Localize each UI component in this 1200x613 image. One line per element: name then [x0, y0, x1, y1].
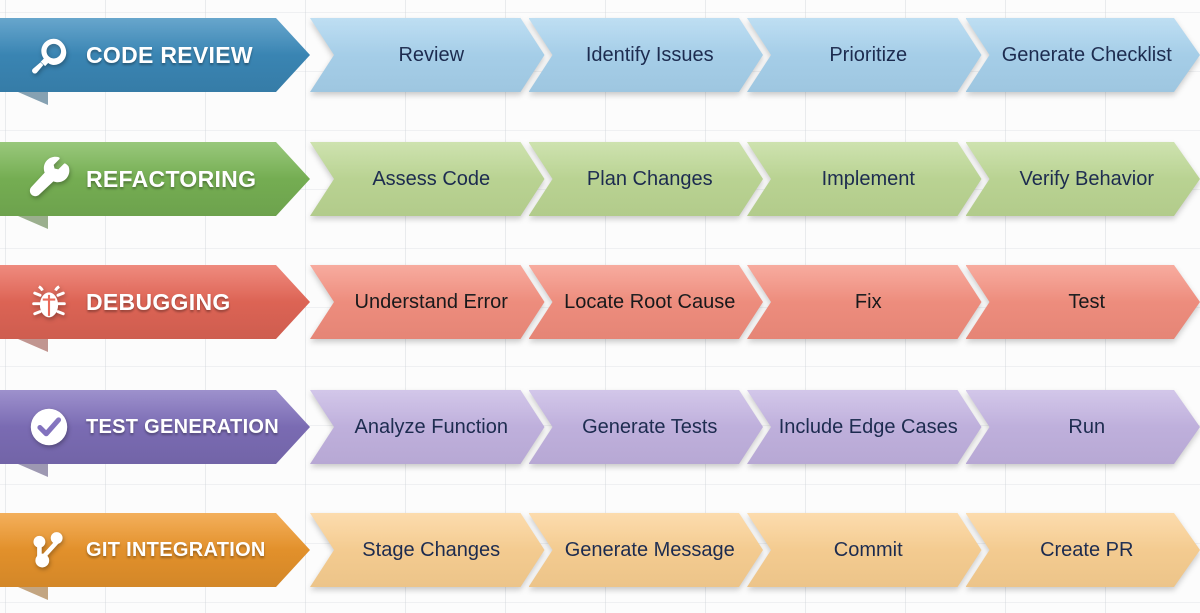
workflow-step[interactable]: Stage Changes [310, 513, 545, 587]
workflow-steps-debugging: Understand Error Locate Root Cause Fix Test [310, 265, 1200, 339]
workflow-category-label: TEST GENERATION [86, 415, 280, 438]
workflow-steps-test-generation: Analyze Function Generate Tests Include Ed… [310, 390, 1200, 464]
workflow-step-label: Locate Root Cause [564, 290, 736, 313]
workflow-category-git-integration[interactable]: GIT INTEGRATION [0, 513, 310, 587]
workflow-step-label: Plan Changes [586, 167, 713, 190]
workflow-row-git-integration[interactable]: GIT INTEGRATION Stage Changes Generate Mes… [0, 513, 1200, 600]
workflow-step-label: Analyze Function [354, 415, 508, 438]
git-branch-icon [26, 527, 72, 573]
workflow-step[interactable]: Run [966, 390, 1200, 464]
workflow-category-label: DEBUGGING [86, 288, 231, 315]
workflow-step[interactable]: Test [966, 265, 1200, 339]
workflow-step[interactable]: Locate Root Cause [529, 265, 764, 339]
workflow-row-test-generation[interactable]: TEST GENERATION Analyze Function Generate … [0, 390, 1200, 477]
workflow-category-code-review[interactable]: CODE REVIEW [0, 18, 310, 92]
workflow-step[interactable]: Prioritize [747, 18, 982, 92]
banner-fold-corner [18, 587, 48, 600]
workflow-step-label: Test [1068, 290, 1106, 313]
wrench-icon [26, 156, 72, 202]
bug-icon [26, 279, 72, 325]
banner-fold-corner [18, 339, 48, 352]
check-circle-icon [26, 404, 72, 450]
workflow-step-label: Include Edge Cases [778, 415, 958, 438]
workflow-step-label: Generate Tests [582, 415, 718, 438]
magnifier-icon [26, 32, 72, 78]
workflow-step-label: Implement [821, 167, 915, 190]
workflow-step-label: Create PR [1040, 538, 1134, 561]
workflow-steps-refactoring: Assess Code Plan Changes Implement Verify B… [310, 142, 1200, 216]
banner-fold-corner [18, 92, 48, 105]
workflow-step[interactable]: Generate Checklist [966, 18, 1200, 92]
workflow-step-label: Understand Error [354, 290, 508, 313]
banner-fold-corner [18, 464, 48, 477]
workflow-step[interactable]: Review [310, 18, 545, 92]
workflow-row-debugging[interactable]: DEBUGGING Understand Error Locate Root Cau… [0, 265, 1200, 352]
workflow-step[interactable]: Implement [747, 142, 982, 216]
workflow-step-label: Generate Message [564, 538, 735, 561]
workflow-step[interactable]: Analyze Function [310, 390, 545, 464]
workflow-row-refactoring[interactable]: REFACTORING Assess Code Plan Changes Implem… [0, 142, 1200, 229]
workflow-step[interactable]: Include Edge Cases [747, 390, 982, 464]
workflow-step-label: Commit [833, 538, 903, 561]
workflow-step-label: Review [398, 43, 465, 66]
workflow-step-label: Prioritize [829, 43, 908, 66]
workflow-steps-git-integration: Stage Changes Generate Message Commit Creat… [310, 513, 1200, 587]
workflow-steps-code-review: Review Identify Issues Prioritize Generate … [310, 18, 1200, 92]
workflow-step[interactable]: Create PR [966, 513, 1200, 587]
banner-fold-corner [18, 216, 48, 229]
workflow-step-label: Identify Issues [585, 43, 714, 66]
workflow-step[interactable]: Understand Error [310, 265, 545, 339]
workflow-step-label: Run [1068, 415, 1106, 438]
workflow-step-label: Assess Code [372, 167, 491, 190]
workflow-category-refactoring[interactable]: REFACTORING [0, 142, 310, 216]
workflow-step[interactable]: Generate Message [529, 513, 764, 587]
workflow-step[interactable]: Commit [747, 513, 982, 587]
workflow-step[interactable]: Assess Code [310, 142, 545, 216]
workflow-step[interactable]: Generate Tests [529, 390, 764, 464]
workflow-step-label: Verify Behavior [1019, 167, 1154, 190]
workflow-step[interactable]: Fix [747, 265, 982, 339]
workflow-step[interactable]: Identify Issues [529, 18, 764, 92]
workflow-row-code-review[interactable]: CODE REVIEW Review Identify Issues Prioriti… [0, 18, 1200, 105]
workflow-category-debugging[interactable]: DEBUGGING [0, 265, 310, 339]
workflow-step-label: Generate Checklist [1001, 43, 1172, 66]
workflow-category-test-generation[interactable]: TEST GENERATION [0, 390, 310, 464]
workflow-category-label: REFACTORING [86, 165, 257, 192]
workflow-step[interactable]: Plan Changes [529, 142, 764, 216]
workflow-step-label: Fix [854, 290, 882, 313]
workflow-category-label: CODE REVIEW [86, 41, 253, 68]
workflow-step[interactable]: Verify Behavior [966, 142, 1200, 216]
workflow-step-label: Stage Changes [362, 538, 501, 561]
workflow-category-label: GIT INTEGRATION [86, 538, 266, 561]
